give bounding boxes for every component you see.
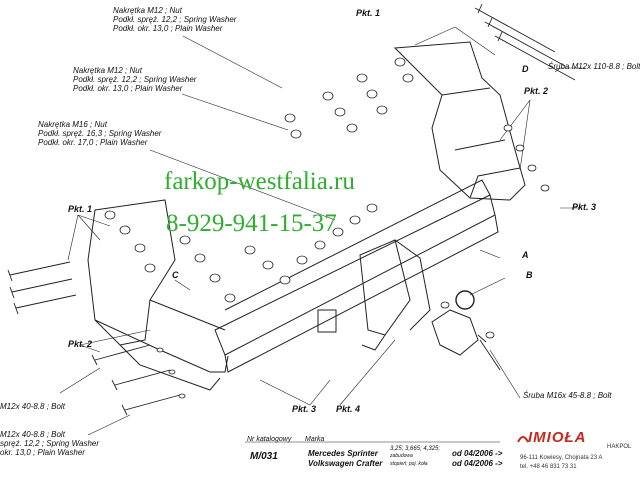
company-logo: IMIOŁA	[528, 429, 587, 446]
catalog-label: Nr katalogowy	[247, 436, 292, 443]
specs-sub-1: zabudowa	[390, 453, 413, 459]
callout-bolt-m16x45: Śruba M16x 45-8.8 ; Bolt	[523, 391, 612, 400]
point-label-pkt2-right: Pkt. 2	[524, 86, 549, 96]
point-label-pkt2-left: Pkt. 2	[68, 339, 93, 349]
make-label: Marka	[305, 436, 325, 443]
company-sub: HAKPOL	[607, 444, 632, 450]
callout-bolt-m12x40-a: M12x 40-8.8 ; Bolt	[0, 402, 65, 411]
callout-line: Podkł. okr. 17,0 ; Plain Washer	[38, 138, 148, 147]
part-letter-c: C	[172, 270, 179, 280]
socket-plate	[317, 309, 337, 333]
part-letter-a: A	[522, 250, 529, 260]
date-1: od 04/2006 ->	[452, 449, 503, 458]
point-label-pkt3-right: Pkt. 3	[572, 202, 597, 212]
callout-nut-m12-top: Nakrętka M12 ; Nut Podkł. spręż. 12,2 ; …	[113, 6, 236, 33]
ball-mount-plate	[359, 239, 411, 336]
specs: 3,25; 3,665; 4,325;	[390, 446, 441, 452]
callout-line: M12x 40-8.8 ; Bolt	[0, 430, 65, 439]
point-label-pkt1-top: Pkt. 1	[356, 8, 381, 18]
model-2: Volkswagen Crafter	[308, 459, 383, 468]
catalog-number: M/031	[250, 451, 278, 462]
point-label-pkt1-left: Pkt. 1	[68, 204, 93, 214]
part-letter-b: B	[526, 270, 533, 280]
callout-line: Podkł. spręż. 16,3 ; Spring Washer	[38, 129, 162, 138]
callout-nut-m12-mid: Nakrętka M12 ; Nut Podkł. spręż. 12,2 ; …	[73, 66, 196, 93]
tow-ball-b	[455, 290, 475, 310]
watermark-site: farkop-westfalia.ru	[164, 168, 355, 195]
callout-nut-m16: Nakrętka M16 ; Nut Podkł. spręż. 16,3 ; …	[38, 120, 161, 147]
model-1: Mercedes Sprinter	[308, 449, 378, 458]
callout-line: okr. 13,0 ; Plain Washer	[0, 448, 85, 457]
bracket-d	[393, 41, 526, 201]
company-phone: tel. +48 46 831 73 31	[520, 464, 577, 470]
callout-line: Podkł. okr. 13,0 ; Plain Washer	[113, 24, 223, 33]
point-label-pkt3-bottom: Pkt. 3	[292, 404, 317, 414]
hakpol-logo-icon	[517, 436, 529, 443]
specs-sub-2: stopień; poj. koła	[390, 461, 428, 467]
point-label-pkt4-bottom: Pkt. 4	[336, 404, 361, 414]
watermark-phone: 8-929-941-15-37	[166, 210, 337, 237]
date-2: od 04/2006 ->	[452, 459, 503, 468]
callout-line: spręż. 12,2 ; Spring Washer	[0, 439, 100, 448]
callout-line: Nakrętka M12 ; Nut	[113, 6, 182, 15]
part-letter-d: D	[522, 64, 529, 74]
callout-line: Nakrętka M16 ; Nut	[38, 120, 107, 129]
company-address: 96-111 Kowiesy, Chojnata 23 A	[520, 455, 603, 461]
callout-line: Nakrętka M12 ; Nut	[73, 66, 142, 75]
callout-line: Podkł. spręż. 12,2 ; Spring Washer	[113, 15, 237, 24]
callout-bolt-m12x110: Śruba M12x 110-8.8 ; Bolt	[548, 62, 640, 71]
callout-bolt-m12x40-b: M12x 40-8.8 ; Bolt spręż. 12,2 ; Spring …	[0, 430, 99, 457]
callout-line: Podkł. spręż. 12,2 ; Spring Washer	[73, 75, 197, 84]
bracket-c	[87, 199, 176, 346]
callout-line: Podkł. okr. 13,0 ; Plain Washer	[73, 84, 183, 93]
